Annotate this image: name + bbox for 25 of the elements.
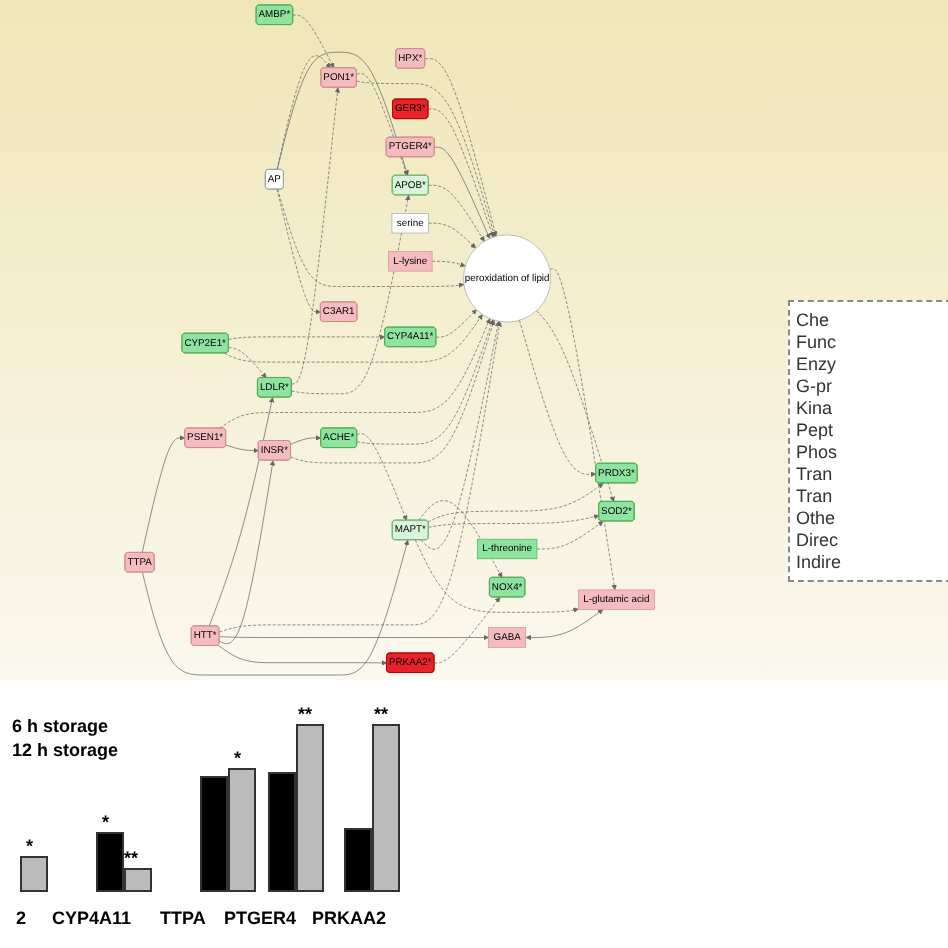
- chart-label: *: [234, 748, 242, 768]
- legend-entry: Pept: [796, 420, 836, 440]
- chart-label: PTGER4: [224, 908, 297, 928]
- chart-label: **: [374, 704, 389, 724]
- legend-entry: Direc: [796, 530, 841, 550]
- chart-label: **: [298, 704, 313, 724]
- legend-entry: Phos: [796, 442, 840, 462]
- legend-entry: Tran: [796, 464, 835, 484]
- chart-label: *: [26, 836, 34, 856]
- chart-label: 2: [16, 908, 27, 928]
- chart-label: 12 h storage: [12, 740, 119, 760]
- legend-entry: Func: [796, 332, 839, 352]
- chart-label: TTPA: [160, 908, 206, 928]
- chart-label: CYP4A11: [52, 908, 132, 928]
- chart-label: *: [102, 812, 110, 832]
- legend-entry: Tran: [796, 486, 835, 506]
- legend-entry: G-pr: [796, 376, 834, 396]
- chart-label: 6 h storage: [12, 716, 109, 736]
- legend-entry: Othe: [796, 508, 838, 528]
- chart-label: PRKAA2: [312, 908, 387, 928]
- legend-entry: Che: [796, 310, 832, 330]
- legend-entry: Enzy: [796, 354, 839, 374]
- chart-label: **: [124, 848, 139, 868]
- legend-entry: Indire: [796, 552, 844, 572]
- legend-entry: Kina: [796, 398, 835, 418]
